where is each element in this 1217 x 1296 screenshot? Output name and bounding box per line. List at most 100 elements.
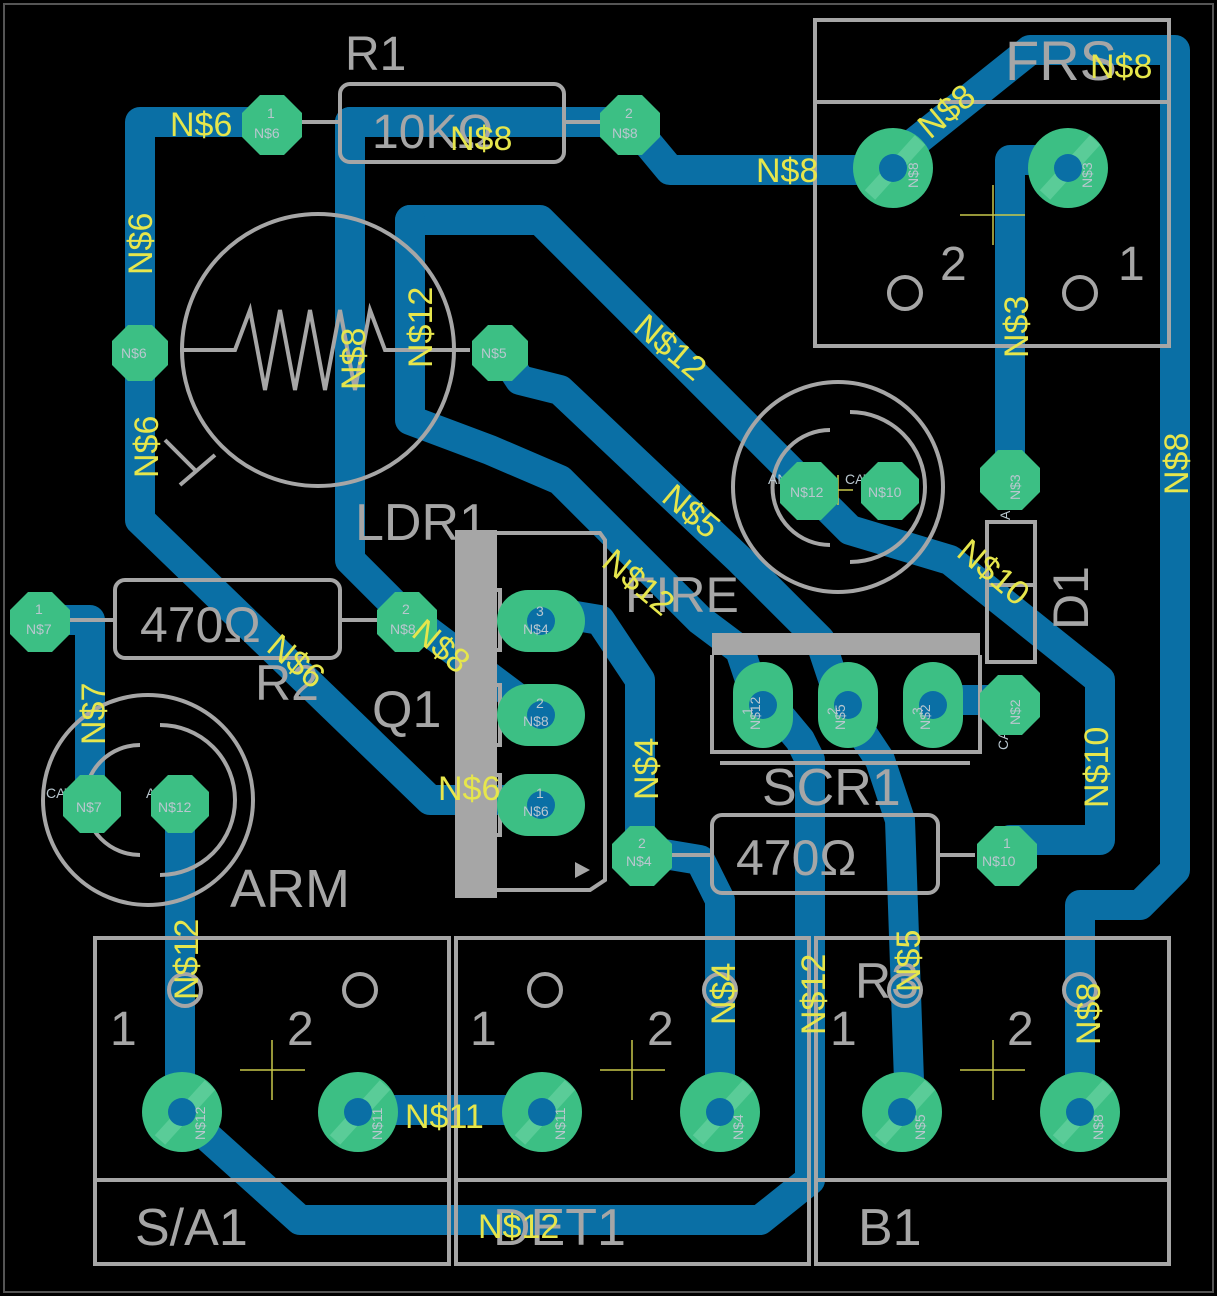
svg-text:N$8: N$8 [523,713,549,729]
r2-pad-1[interactable]: N$71 [10,592,70,652]
fire-led-arc [849,410,927,564]
fire-label: FIRE [625,567,739,623]
d1-label: D1 [1043,566,1099,630]
arm-label: ARM [230,859,350,919]
svg-text:N$8: N$8 [1090,1114,1106,1140]
sa1-outline [93,936,451,1266]
scr-pad-2[interactable]: N$52 [818,662,878,748]
svg-text:2: 2 [638,835,646,851]
frs-hole-2 [887,275,923,311]
net-label: N$12 [168,919,206,1000]
q1-pad-3[interactable]: 3N$4 [497,590,585,652]
svg-text:N$4: N$4 [730,1114,746,1140]
net-label: N$8 [1070,983,1108,1045]
r3-pad-2[interactable]: N$10 1 [977,826,1037,886]
net-label: N$6 [128,416,166,478]
fire-pad-anode[interactable]: N$12 [780,462,838,520]
b1-outline [814,936,1171,1266]
ldr-pad-2[interactable]: N$5 [472,325,528,381]
b1-pad-2[interactable]: N$8 [1040,1072,1120,1152]
net-label: N$8 [1158,433,1196,495]
det1-pad-2[interactable]: N$4 [680,1072,760,1152]
b1-hole-2 [1062,972,1098,1008]
ldr-arrow-1 [178,453,217,487]
q1-pad-1[interactable]: 1N$6 [497,774,585,836]
net-label: N$6 [170,106,232,144]
r1-label: R1 [345,28,406,81]
svg-text:N$10: N$10 [982,853,1016,869]
net-label: N$3 [998,296,1036,358]
svg-text:N$12: N$12 [747,696,763,730]
svg-text:N$7: N$7 [76,799,102,815]
svg-text:1: 1 [739,707,755,715]
frs-pad-1[interactable]: N$3 [1028,128,1108,208]
svg-text:N$6: N$6 [254,125,280,141]
q1-outline [497,531,607,892]
sa1-pin1-label: 1 [110,1003,137,1056]
svg-text:N$5: N$5 [832,704,848,730]
sa1-pad-2[interactable]: N$11 [318,1072,398,1152]
det1-pad-1[interactable]: N$11 [502,1072,582,1152]
d1-pad-cathode[interactable]: N$2 [980,675,1040,735]
pads: N$8 N$3 N$12 N$11 N$11 N$4 N$5 N$8 N$61 … [10,95,1120,1152]
frs-label: FRS [1005,29,1117,92]
r2-label: R2 [255,655,319,711]
net-label: N$8 [450,120,512,158]
fire-pad-cathode[interactable]: N$10 [861,462,919,520]
det1-hole-2 [702,972,738,1008]
arm-pad-anode[interactable]: N$12 [151,775,209,833]
svg-text:N$4: N$4 [523,621,549,637]
net-label: N$12 [478,1208,559,1246]
svg-text:N$11: N$11 [369,1107,385,1140]
net-label: N$8 [335,328,373,390]
svg-text:N$6: N$6 [523,803,549,819]
svg-text:2: 2 [824,707,840,715]
scr-pad-1[interactable]: N$121 [733,662,793,748]
svg-text:N$10: N$10 [868,484,902,500]
r2-value: 470Ω [140,597,261,653]
svg-text:3: 3 [909,707,925,715]
d1-pad-anode[interactable]: N$3 [980,450,1040,510]
svg-text:N$12: N$12 [158,799,192,815]
b1-pin2-label: 2 [1007,1003,1034,1056]
r3-value: 470Ω [736,830,857,886]
r3-pad-1[interactable]: N$42 [612,826,672,886]
svg-text:1: 1 [1003,835,1011,851]
svg-text:3: 3 [536,603,544,619]
frs-pad-2[interactable]: N$8 [853,128,933,208]
b1-pad-1[interactable]: N$5 [862,1072,942,1152]
fire-led-arc-inner [770,428,831,547]
r1-value: 10KΩ [372,106,493,159]
sa1-pad-1[interactable]: N$12 [142,1072,222,1152]
q1-pin1-marker [575,862,590,878]
ldr-pad-1[interactable]: N$6 [112,325,168,381]
scr-pad-3[interactable]: N$23 [903,662,963,748]
svg-text:1: 1 [536,785,544,801]
r3-label: R3 [855,953,919,1009]
net-label: N$12 [795,954,833,1035]
sa1-hole-1 [167,972,203,1008]
b1-pin1-label: 1 [830,1003,857,1056]
det1-hole-1 [527,972,563,1008]
arm-pad-cathode[interactable]: N$7 [63,775,121,833]
r2-pad-2[interactable]: N$82 [377,592,437,652]
frs-pin2-label: 2 [940,238,967,291]
svg-text:2: 2 [536,695,544,711]
scr-label: SCR1 [762,759,901,817]
svg-text:N$8: N$8 [390,621,416,637]
net-label: N$4 [628,738,666,800]
q1-tab [455,530,497,898]
net-label: N$12 [402,287,440,368]
net-label: N$8 [756,152,818,190]
r1-pad-2[interactable]: N$82 [600,95,660,155]
trace-n12-main [395,205,1115,855]
silkscreen: FRS 2 1 R1 10KΩ LDR1 470Ω R2 Q1 [41,18,1171,1266]
q1-pad-2[interactable]: 2N$8 [497,684,585,746]
scr-tab [712,633,980,655]
frs-outline [813,18,1171,348]
svg-text:2: 2 [402,601,410,617]
net-label: N$10 [1078,727,1116,808]
r1-pad-1[interactable]: N$61 [242,95,302,155]
svg-text:N$8: N$8 [905,162,921,188]
